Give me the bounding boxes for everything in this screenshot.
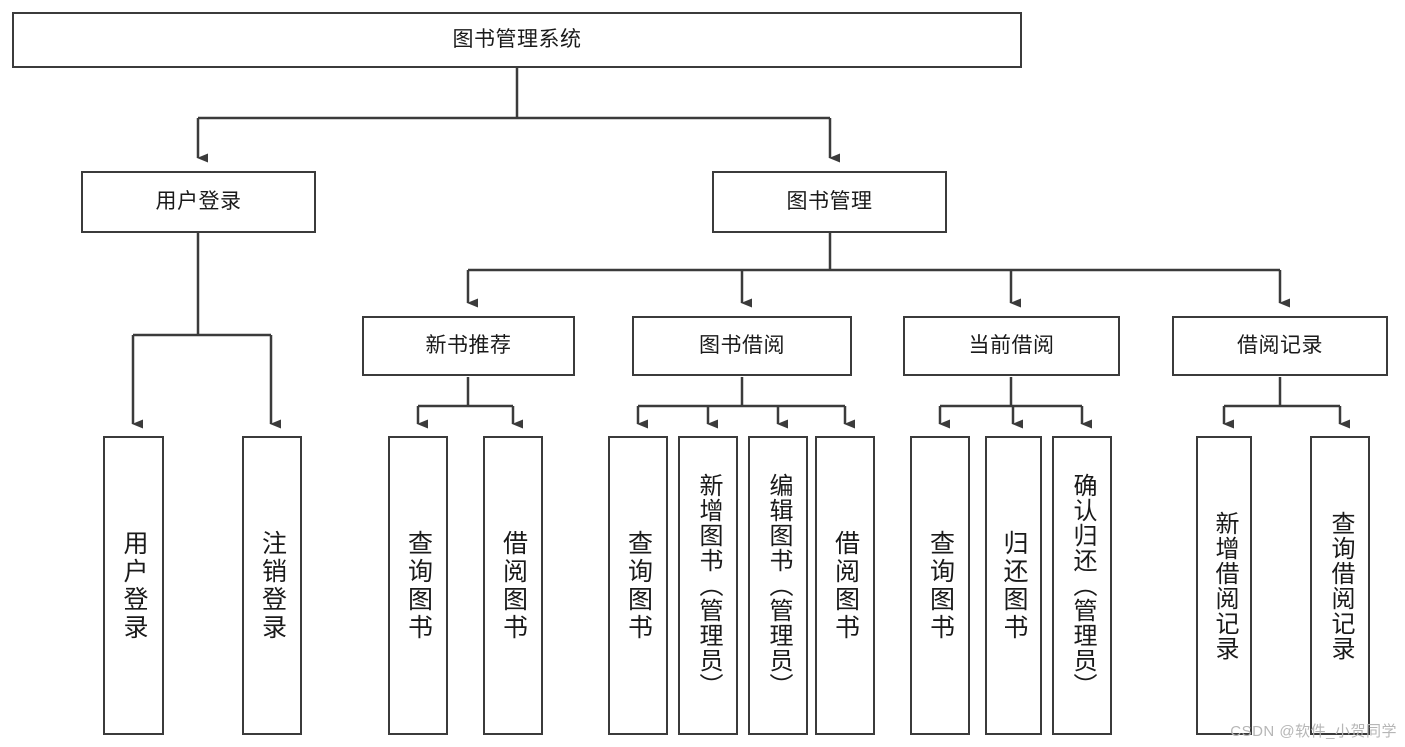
node-leaf-user-login-label: 用户登录 <box>120 529 148 642</box>
node-leaf-query-book-1[interactable]: 查询图书 <box>388 436 448 735</box>
node-leaf-add-book-label: 新增图书（管理员） <box>695 473 722 698</box>
node-root[interactable]: 图书管理系统 <box>12 12 1022 68</box>
node-leaf-return-book[interactable]: 归还图书 <box>985 436 1042 735</box>
node-book-borrow[interactable]: 图书借阅 <box>632 316 852 376</box>
node-new-book-recommend-label: 新书推荐 <box>425 334 512 358</box>
node-user-login-label: 用户登录 <box>155 190 242 214</box>
node-user-login[interactable]: 用户登录 <box>81 171 316 233</box>
node-root-label: 图书管理系统 <box>452 28 582 52</box>
node-new-book-recommend[interactable]: 新书推荐 <box>362 316 575 376</box>
node-current-borrow-label: 当前借阅 <box>968 334 1055 358</box>
node-leaf-borrow-book-2-label: 借阅图书 <box>831 529 860 642</box>
node-leaf-query-record[interactable]: 查询借阅记录 <box>1310 436 1370 735</box>
node-leaf-borrow-book-1[interactable]: 借阅图书 <box>483 436 543 735</box>
node-leaf-user-login[interactable]: 用户登录 <box>103 436 164 735</box>
node-leaf-borrow-book-2[interactable]: 借阅图书 <box>815 436 875 735</box>
node-leaf-confirm-return[interactable]: 确认归还（管理员） <box>1052 436 1112 735</box>
node-leaf-add-book[interactable]: 新增图书（管理员） <box>678 436 738 735</box>
node-leaf-return-book-label: 归还图书 <box>1000 529 1028 642</box>
node-borrow-record[interactable]: 借阅记录 <box>1172 316 1388 376</box>
node-leaf-borrow-book-1-label: 借阅图书 <box>499 529 528 642</box>
node-leaf-query-book-2[interactable]: 查询图书 <box>608 436 668 735</box>
node-current-borrow[interactable]: 当前借阅 <box>903 316 1120 376</box>
node-leaf-edit-book-label: 编辑图书（管理员） <box>765 473 792 698</box>
node-leaf-add-record-label: 新增借阅记录 <box>1211 510 1238 661</box>
node-leaf-query-book-2-label: 查询图书 <box>624 529 653 642</box>
node-book-manage-label: 图书管理 <box>786 190 873 214</box>
node-leaf-confirm-return-label: 确认归还（管理员） <box>1069 473 1096 698</box>
watermark: CSDN @软件_小贺同学 <box>1230 723 1397 740</box>
node-leaf-query-book-3[interactable]: 查询图书 <box>910 436 970 735</box>
node-leaf-add-record[interactable]: 新增借阅记录 <box>1196 436 1252 735</box>
node-book-borrow-label: 图书借阅 <box>699 334 785 358</box>
node-leaf-logout-login-label: 注销登录 <box>258 529 287 642</box>
node-leaf-query-book-1-label: 查询图书 <box>404 529 433 642</box>
node-leaf-query-book-3-label: 查询图书 <box>926 529 955 642</box>
node-leaf-query-record-label: 查询借阅记录 <box>1327 510 1354 661</box>
node-book-manage[interactable]: 图书管理 <box>712 171 947 233</box>
node-borrow-record-label: 借阅记录 <box>1237 334 1323 358</box>
node-leaf-logout-login[interactable]: 注销登录 <box>242 436 302 735</box>
node-leaf-edit-book[interactable]: 编辑图书（管理员） <box>748 436 808 735</box>
